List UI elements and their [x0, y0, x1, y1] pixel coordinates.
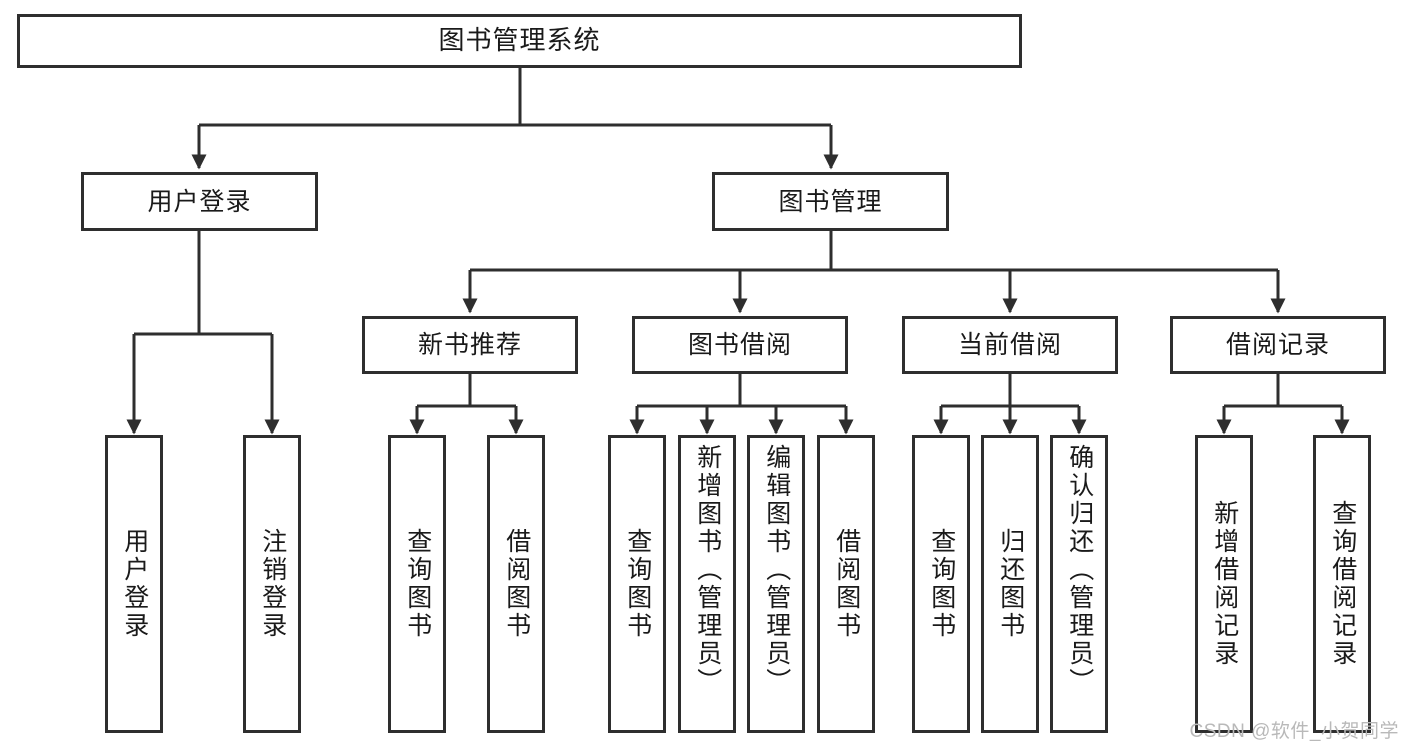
- leaf-confirm-return-admin[interactable]: 确认归还（管理员）: [1050, 435, 1108, 733]
- node-new-book-recommend[interactable]: 新书推荐: [362, 316, 578, 374]
- node-current-borrow[interactable]: 当前借阅: [902, 316, 1118, 374]
- leaf-query-book-recommend[interactable]: 查询图书: [388, 435, 446, 733]
- leaf-add-book-admin[interactable]: 新增图书（管理员）: [678, 435, 736, 733]
- node-user-login[interactable]: 用户登录: [81, 172, 318, 231]
- leaf-query-book-current[interactable]: 查询图书: [912, 435, 970, 733]
- leaf-query-book[interactable]: 查询图书: [608, 435, 666, 733]
- watermark-text: CSDN @软件_小贺同学: [1189, 721, 1399, 742]
- leaf-add-borrow-record[interactable]: 新增借阅记录: [1195, 435, 1253, 733]
- leaf-edit-book-admin[interactable]: 编辑图书（管理员）: [747, 435, 805, 733]
- leaf-user-logout[interactable]: 注销登录: [243, 435, 301, 733]
- leaf-borrow-book-recommend[interactable]: 借阅图书: [487, 435, 545, 733]
- node-book-management[interactable]: 图书管理: [712, 172, 949, 231]
- node-borrow-record[interactable]: 借阅记录: [1170, 316, 1386, 374]
- node-book-borrow[interactable]: 图书借阅: [632, 316, 848, 374]
- leaf-query-borrow-record[interactable]: 查询借阅记录: [1313, 435, 1371, 733]
- leaf-borrow-book[interactable]: 借阅图书: [817, 435, 875, 733]
- leaf-user-login[interactable]: 用户登录: [105, 435, 163, 733]
- node-root-system[interactable]: 图书管理系统: [17, 14, 1022, 68]
- leaf-return-book[interactable]: 归还图书: [981, 435, 1039, 733]
